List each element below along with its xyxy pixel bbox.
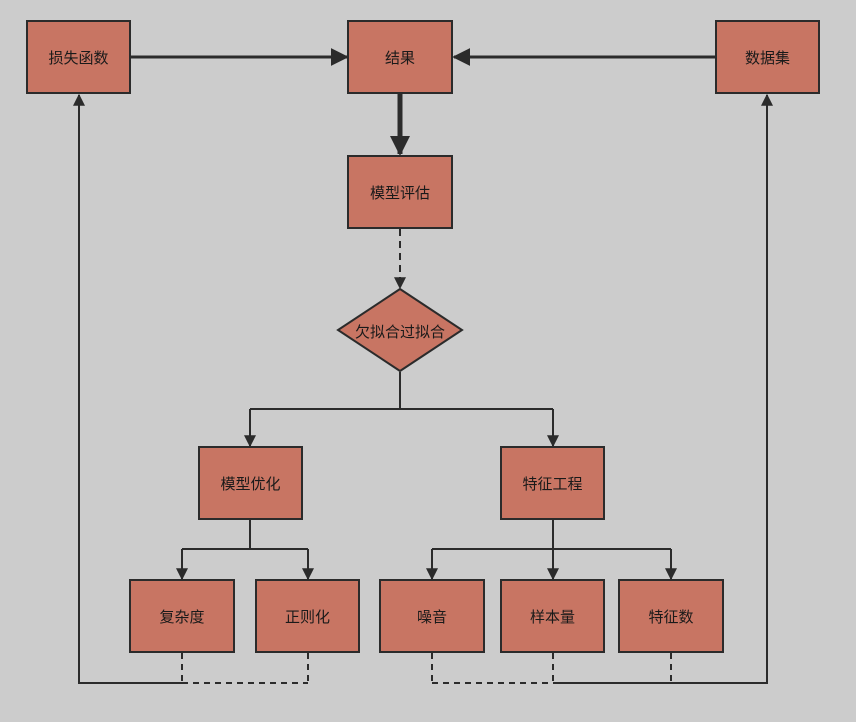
node-model-evaluation: 模型评估 xyxy=(347,155,453,229)
edge-model-optimization-split xyxy=(182,520,308,550)
edge-left-feedback-dashed xyxy=(181,653,309,684)
edge-right-feedback-dashed xyxy=(431,653,672,684)
node-loss-function: 损失函数 xyxy=(26,20,131,94)
node-dataset: 数据集 xyxy=(715,20,820,94)
node-result: 结果 xyxy=(347,20,453,94)
edge-left-feedback-to-loss xyxy=(73,93,182,684)
node-sample-size: 样本量 xyxy=(500,579,605,653)
edge-feature-engineering-split xyxy=(432,520,671,550)
decision-label: 欠拟合过拟合 xyxy=(354,322,445,341)
decision-diamond xyxy=(336,287,464,373)
node-noise: 噪音 xyxy=(379,579,485,653)
node-complexity: 复杂度 xyxy=(129,579,235,653)
edge-decision-split xyxy=(250,372,553,410)
node-feature-count: 特征数 xyxy=(618,579,724,653)
node-feature-engineering: 特征工程 xyxy=(500,446,605,520)
edge-right-feedback-to-dataset xyxy=(553,93,773,684)
node-regularization: 正则化 xyxy=(255,579,360,653)
node-model-optimization: 模型优化 xyxy=(198,446,303,520)
